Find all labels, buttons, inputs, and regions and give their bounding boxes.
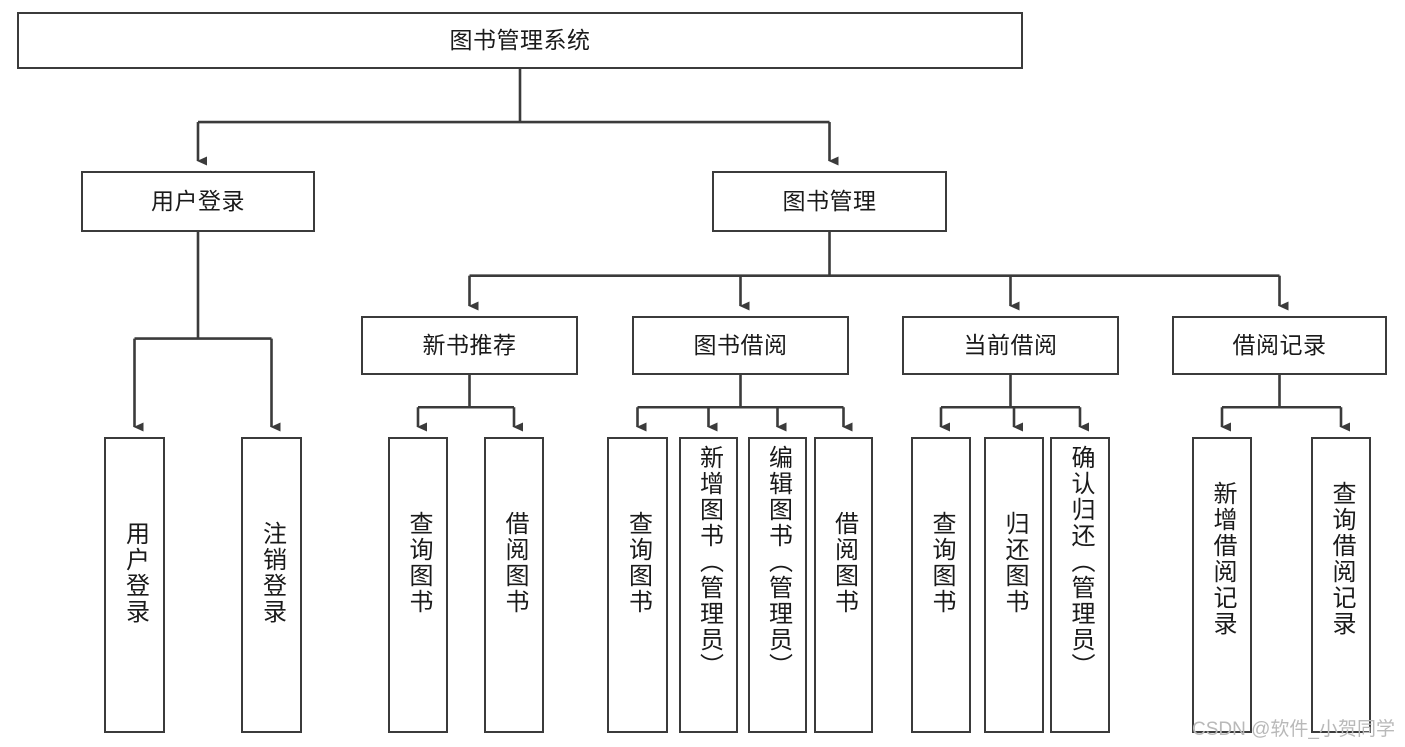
node-label-leaf-user-login: 用户登录 xyxy=(121,521,149,625)
node-label-leaf-add-book: 新增图书（管理员） xyxy=(695,445,723,679)
node-root[interactable]: 图书管理系统 xyxy=(17,12,1023,69)
node-user-login[interactable]: 用户登录 xyxy=(81,171,315,232)
node-leaf-confirm-return[interactable]: 确认归还（管理员） xyxy=(1050,437,1110,733)
node-leaf-query-borrow-record[interactable]: 查询借阅记录 xyxy=(1311,437,1371,733)
node-book-manage[interactable]: 图书管理 xyxy=(712,171,947,232)
node-leaf-add-borrow-record[interactable]: 新增借阅记录 xyxy=(1192,437,1252,733)
node-label-leaf-user-logout: 注销登录 xyxy=(258,521,286,625)
node-leaf-query-book-1[interactable]: 查询图书 xyxy=(388,437,448,733)
node-label-leaf-return-book: 归还图书 xyxy=(1000,511,1028,615)
node-label-root: 图书管理系统 xyxy=(449,27,591,54)
node-book-borrow[interactable]: 图书借阅 xyxy=(632,316,849,375)
node-leaf-user-logout[interactable]: 注销登录 xyxy=(241,437,302,733)
node-current-borrow[interactable]: 当前借阅 xyxy=(902,316,1119,375)
node-label-book-manage: 图书管理 xyxy=(782,188,877,215)
node-leaf-borrow-book-1[interactable]: 借阅图书 xyxy=(484,437,544,733)
node-leaf-query-book-2[interactable]: 查询图书 xyxy=(607,437,668,733)
node-label-leaf-borrow-book-2: 借阅图书 xyxy=(830,511,858,615)
node-label-borrow-record: 借阅记录 xyxy=(1232,332,1327,359)
node-new-book-recommend[interactable]: 新书推荐 xyxy=(361,316,578,375)
node-label-current-borrow: 当前借阅 xyxy=(963,332,1058,359)
node-leaf-edit-book[interactable]: 编辑图书（管理员） xyxy=(748,437,807,733)
node-label-leaf-borrow-book-1: 借阅图书 xyxy=(500,511,528,615)
node-leaf-query-book-3[interactable]: 查询图书 xyxy=(911,437,971,733)
node-label-leaf-query-book-2: 查询图书 xyxy=(624,511,652,615)
node-leaf-add-book[interactable]: 新增图书（管理员） xyxy=(679,437,738,733)
node-label-leaf-add-borrow-record: 新增借阅记录 xyxy=(1208,481,1236,637)
node-label-leaf-edit-book: 编辑图书（管理员） xyxy=(764,445,792,679)
node-label-leaf-confirm-return: 确认归还（管理员） xyxy=(1066,445,1094,679)
node-label-leaf-query-book-3: 查询图书 xyxy=(927,511,955,615)
node-leaf-user-login[interactable]: 用户登录 xyxy=(104,437,165,733)
node-label-leaf-query-borrow-record: 查询借阅记录 xyxy=(1327,481,1355,637)
node-borrow-record[interactable]: 借阅记录 xyxy=(1172,316,1387,375)
node-label-book-borrow: 图书借阅 xyxy=(693,332,788,359)
node-label-new-book-recommend: 新书推荐 xyxy=(422,332,517,359)
node-label-user-login: 用户登录 xyxy=(151,188,245,215)
node-leaf-return-book[interactable]: 归还图书 xyxy=(984,437,1044,733)
node-leaf-borrow-book-2[interactable]: 借阅图书 xyxy=(814,437,873,733)
node-label-leaf-query-book-1: 查询图书 xyxy=(404,511,432,615)
